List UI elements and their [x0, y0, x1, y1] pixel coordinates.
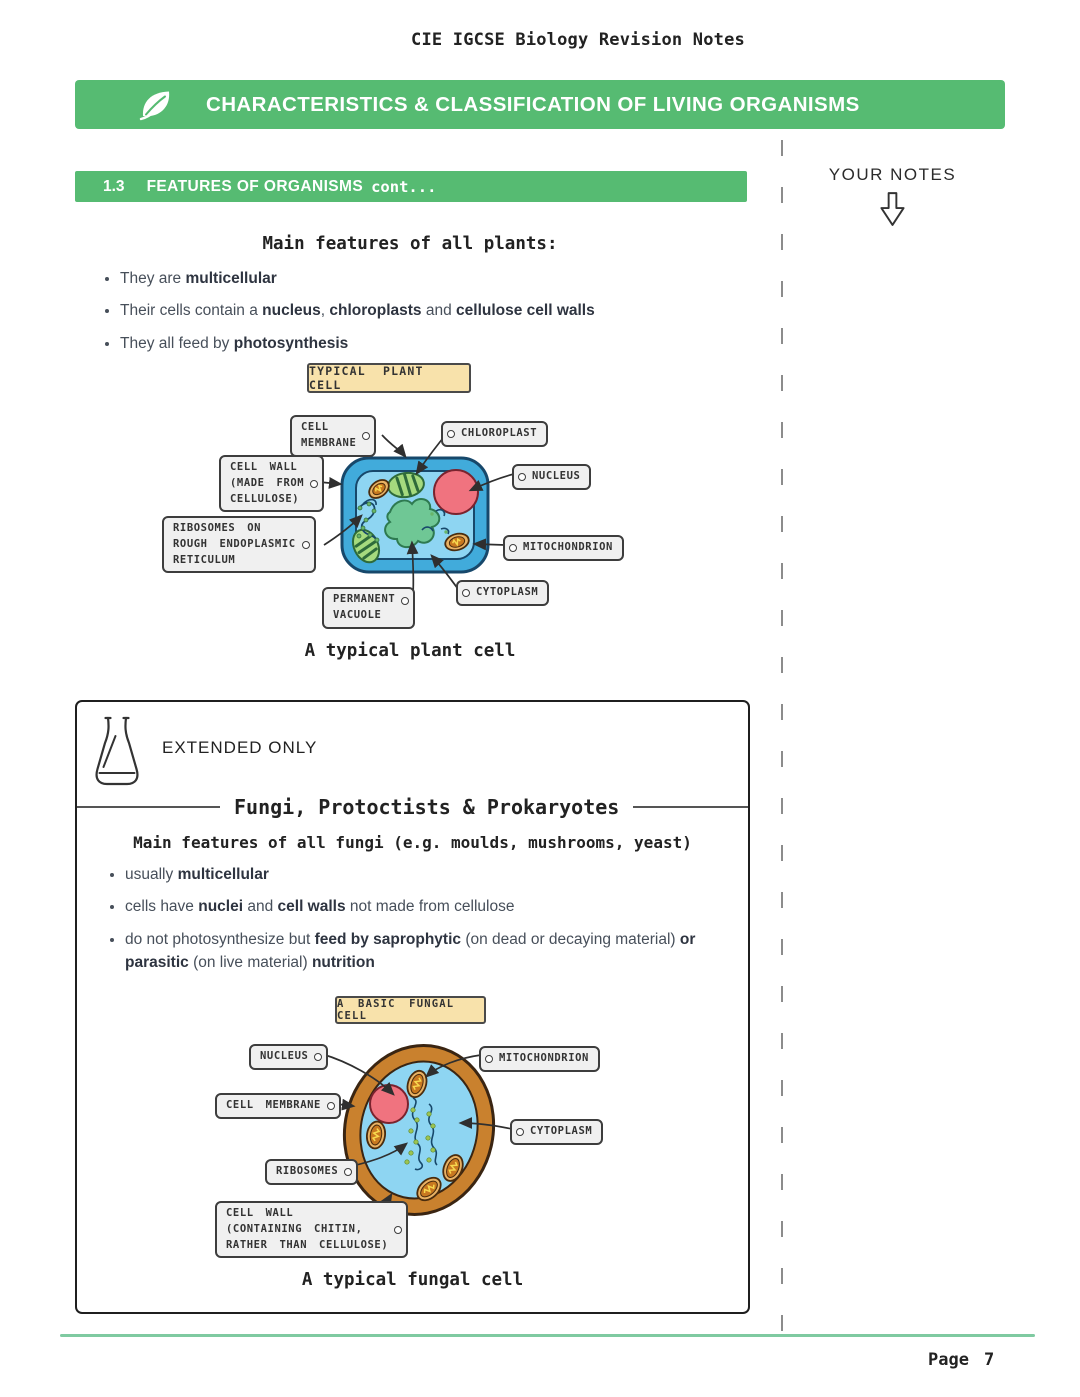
cytoplasm-squiggles — [421, 509, 450, 535]
label-ribosomes: RIBOSOMES — [265, 1159, 359, 1185]
bullet-item: cells have nuclei and cell walls not mad… — [125, 896, 725, 919]
bullet-item: usually multicellular — [125, 864, 725, 887]
fungi-heading: Main features of all fungi (e.g. moulds,… — [133, 833, 692, 852]
page-number: Page 7 — [928, 1350, 994, 1370]
bullet-item: Their cells contain a nucleus, chloropla… — [120, 300, 780, 323]
label-permanent-vacuole: PERMANENT VACUOLE — [322, 587, 416, 629]
page-number-label: Page — [928, 1350, 969, 1370]
fungal-cell-drawing — [321, 1044, 513, 1221]
extended-only-label: EXTENDED ONLY — [162, 738, 318, 757]
label-mitochondrion: MITOCHONDRION — [503, 535, 624, 561]
page-number-value: 7 — [983, 1350, 995, 1370]
flask-icon — [95, 716, 139, 786]
your-notes-label: YOUR NOTES — [828, 165, 957, 184]
label-nucleus: NUCLEUS — [512, 464, 592, 490]
label-mitochondrion: MITOCHONDRION — [479, 1046, 600, 1072]
chapter-banner-title: CHARACTERISTICS & CLASSIFICATION OF LIVI… — [206, 92, 860, 116]
bullet-item: They are multicellular — [120, 268, 780, 291]
mitochondrion-shape — [444, 532, 470, 552]
tag-dot — [344, 1167, 353, 1176]
vacuole-shape — [384, 497, 441, 549]
section-title-suffix: cont... — [371, 177, 437, 196]
label-cell-wall: CELL WALL (CONTAINING CHITIN, RATHER THA… — [215, 1201, 409, 1259]
ribosome-dots — [356, 501, 380, 543]
mitochondrion-shape — [416, 1176, 442, 1202]
mitochondrion-shape — [365, 1120, 387, 1150]
mitochondrion-shape — [442, 1154, 464, 1182]
tag-dot — [310, 479, 319, 488]
label-ribosomes: RIBOSOMES ON ROUGH ENDOPLASMIC RETICULUM — [162, 516, 316, 574]
page-title: CIE IGCSE Biology Revision Notes — [411, 30, 745, 50]
tag-dot — [362, 431, 371, 440]
tag-dot — [509, 543, 517, 552]
chloroplast-shape — [387, 471, 425, 499]
label-cell-membrane: CELL MEMBRANE — [215, 1093, 341, 1119]
notes-divider-dashed-line — [781, 140, 783, 1332]
tag-dot — [401, 597, 410, 605]
extended-only-box: EXTENDED ONLY Fungi, Protoctists & Proka… — [75, 700, 750, 1314]
tag-dot — [462, 588, 470, 597]
down-arrow-icon — [880, 192, 905, 226]
footer-rule — [60, 1334, 1035, 1337]
section-divider: Fungi, Protoctists & Prokaryotes — [77, 795, 748, 819]
section-title: FEATURES OF ORGANISMS — [146, 177, 364, 195]
fungal-cell-diagram: A BASIC FUNGAL CELL NUCLEUS MITOCHONDRIO… — [77, 992, 748, 1272]
tag-dot — [301, 540, 310, 549]
ribosome-dots — [404, 1107, 436, 1165]
label-cell-membrane: CELL MEMBRANE — [290, 415, 377, 457]
section-number: 1.3 — [103, 177, 125, 195]
section-banner: 1.3 FEATURES OF ORGANISMS cont... — [75, 171, 747, 202]
label-chloroplast: CHLOROPLAST — [441, 421, 549, 447]
divider-line — [633, 806, 748, 808]
fungal-cell-caption: A typical fungal cell — [301, 1270, 524, 1290]
tag-dot — [518, 472, 526, 481]
fungi-section-title: Fungi, Protoctists & Prokaryotes — [234, 795, 620, 819]
your-notes-block: YOUR NOTES — [820, 165, 965, 233]
tag-dot — [516, 1127, 524, 1136]
tag-dot — [485, 1054, 493, 1063]
leaf-icon — [139, 91, 170, 120]
label-cytoplasm: CYTOPLASM — [510, 1119, 604, 1145]
plant-cell-caption: A typical plant cell — [304, 641, 516, 661]
plant-diagram-title-box: TYPICAL PLANT CELL — [307, 363, 471, 393]
label-cell-wall: CELL WALL (MADE FROM CELLULOSE) — [219, 455, 325, 513]
label-cytoplasm: CYTOPLASM — [456, 580, 550, 606]
tag-dot — [394, 1225, 403, 1234]
plant-nucleus-shape — [433, 469, 479, 515]
divider-line — [77, 806, 220, 808]
bullet-item: They all feed by photosynthesis — [120, 333, 780, 356]
plants-bullet-list: They are multicellular Their cells conta… — [102, 268, 780, 365]
plants-heading: Main features of all plants: — [262, 234, 558, 254]
label-nucleus: NUCLEUS — [249, 1044, 329, 1070]
tag-dot — [314, 1052, 323, 1061]
bullet-item: do not photosynthesize but feed by sapro… — [125, 929, 725, 975]
fungal-diagram-title-box: A BASIC FUNGAL CELL — [335, 996, 486, 1024]
plant-cell-diagram: TYPICAL PLANT CELL CELL MEMBRANE CHLOROP… — [60, 358, 745, 658]
tag-dot — [326, 1101, 335, 1110]
tag-dot — [447, 429, 455, 438]
plant-cell-drawing — [318, 431, 515, 595]
mitochondrion-shape — [406, 1069, 428, 1099]
mitochondrion-shape — [368, 479, 390, 499]
fungi-bullet-list: usually multicellular cells have nuclei … — [107, 864, 725, 984]
chapter-banner: CHARACTERISTICS & CLASSIFICATION OF LIVI… — [75, 80, 1005, 129]
